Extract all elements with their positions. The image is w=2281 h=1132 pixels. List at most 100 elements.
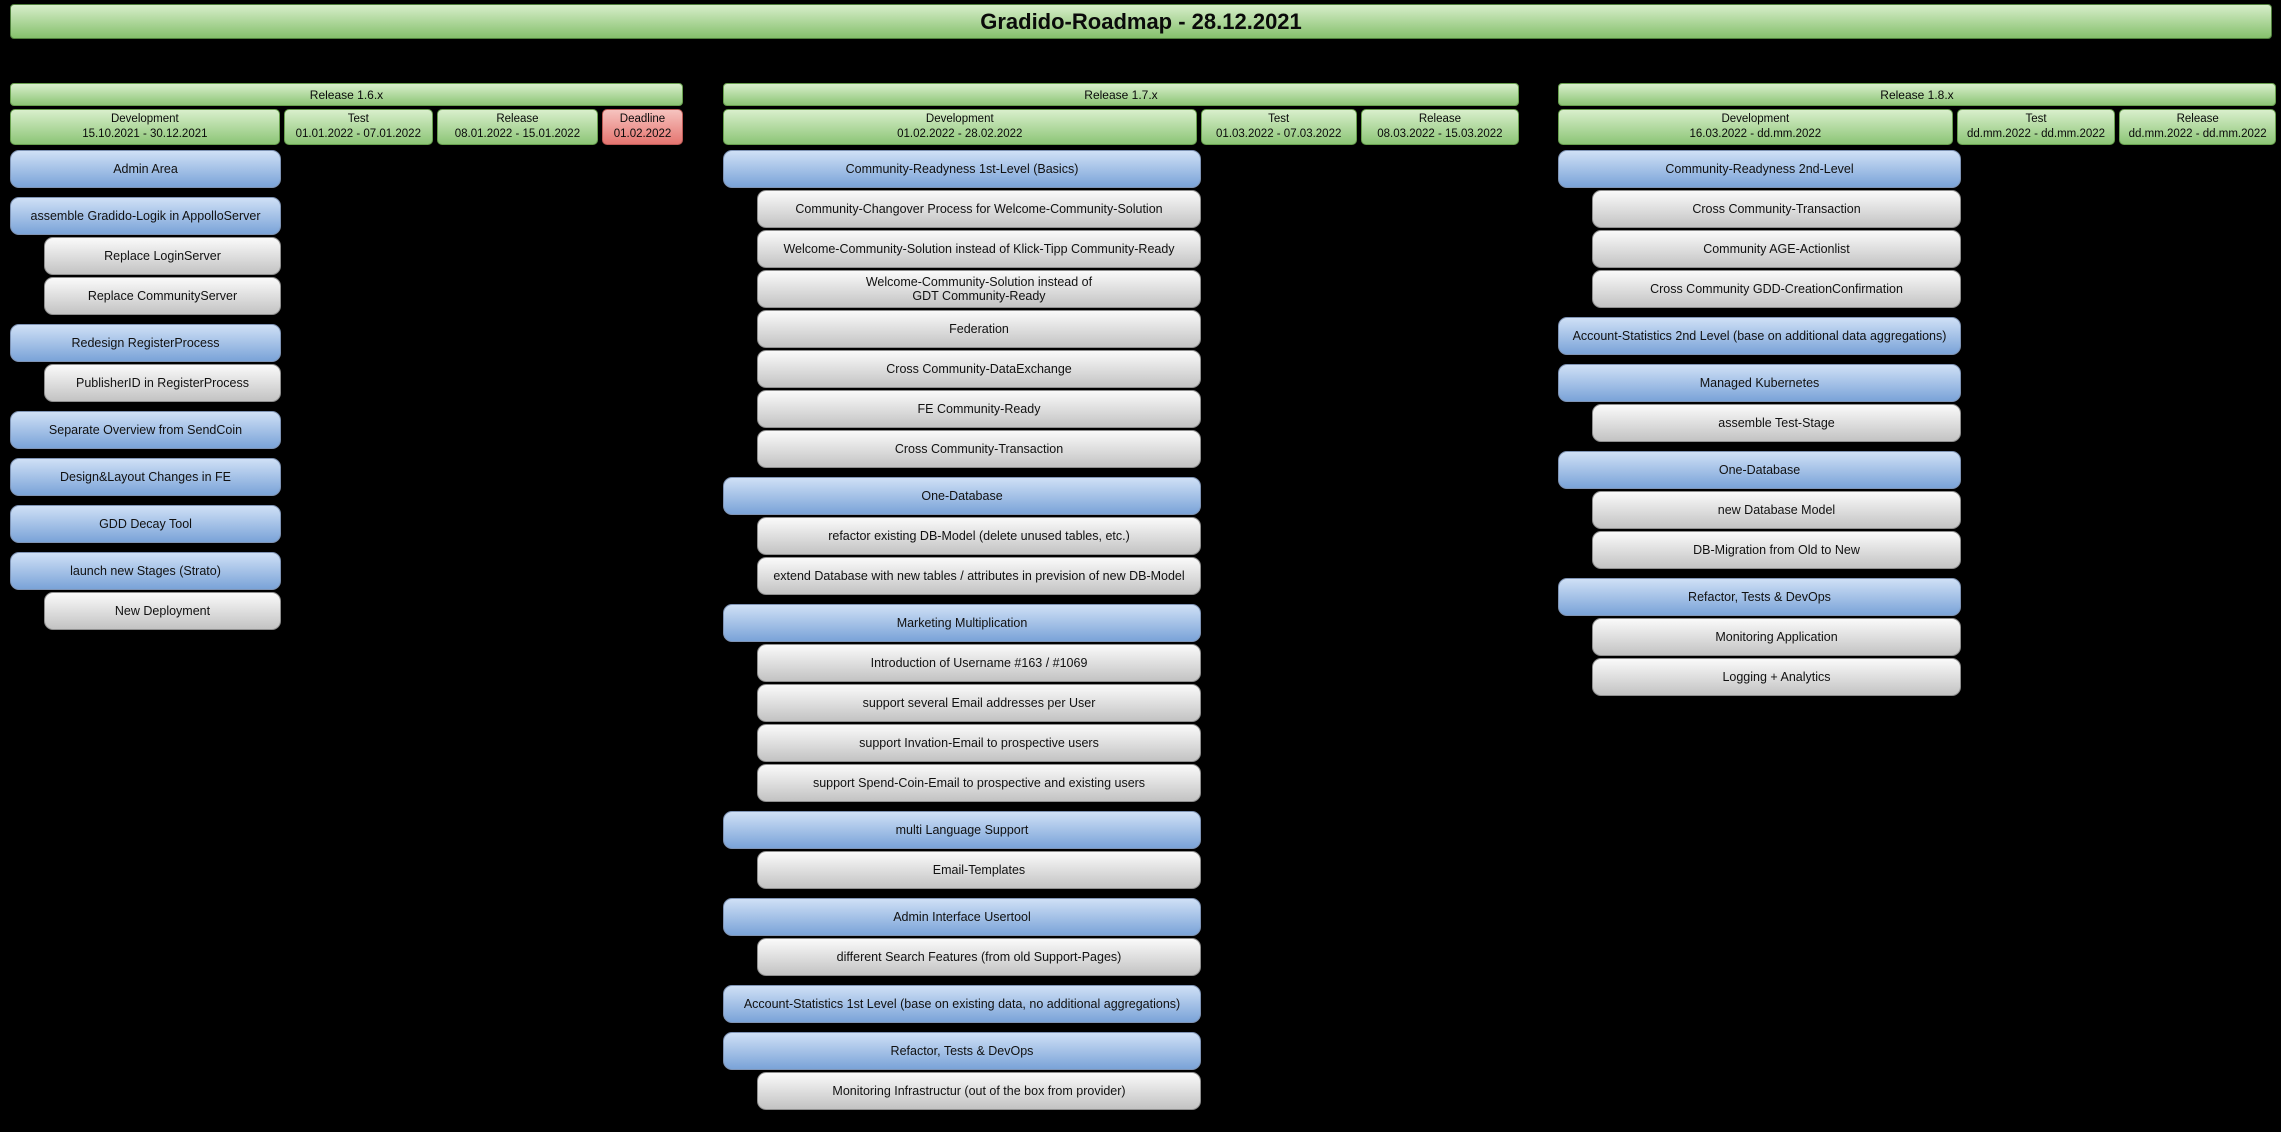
task-parent: multi Language Support: [723, 811, 1201, 849]
phase-label: Release: [1418, 113, 1462, 126]
task-parent: launch new Stages (Strato): [10, 552, 281, 590]
task-list-release-16: Admin Area assemble Gradido-Logik in Appo…: [10, 150, 281, 639]
phase-development: Development 01.02.2022 - 28.02.2022: [723, 109, 1197, 145]
task-parent: Managed Kubernetes: [1558, 364, 1961, 402]
roadmap-title: Gradido-Roadmap - 28.12.2021: [10, 4, 2272, 39]
task-child: Cross Community-DataExchange: [757, 350, 1201, 388]
phase-release: Release dd.mm.2022 - dd.mm.2022: [2119, 109, 2277, 145]
task-parent: GDD Decay Tool: [10, 505, 281, 543]
task-parent: One-Database: [1558, 451, 1961, 489]
task-child: support Invation-Email to prospective us…: [757, 724, 1201, 762]
phase-development: Development 16.03.2022 - dd.mm.2022: [1558, 109, 1953, 145]
task-child: Welcome-Community-Solution instead of Kl…: [757, 230, 1201, 268]
release-16-section: Release 1.6.x Development 15.10.2021 - 3…: [10, 83, 683, 145]
task-child: FE Community-Ready: [757, 390, 1201, 428]
phase-development: Development 15.10.2021 - 30.12.2021: [10, 109, 280, 145]
task-child: support several Email addresses per User: [757, 684, 1201, 722]
task-child: Monitoring Application: [1592, 618, 1961, 656]
task-group: Separate Overview from SendCoin: [10, 411, 281, 449]
phase-dates: 01.01.2022 - 07.01.2022: [295, 128, 421, 140]
task-child: Cross Community GDD-CreationConfirmation: [1592, 270, 1961, 308]
phase-dates: 08.03.2022 - 15.03.2022: [1377, 128, 1503, 140]
task-child: Welcome-Community-Solution instead of GD…: [757, 270, 1201, 308]
phase-label: Test: [1268, 113, 1290, 126]
task-child: New Deployment: [44, 592, 281, 630]
task-child: Logging + Analytics: [1592, 658, 1961, 696]
release-title: Release 1.8.x: [1558, 83, 2276, 106]
task-child: Cross Community-Transaction: [757, 430, 1201, 468]
task-parent: Community-Readyness 1st-Level (Basics): [723, 150, 1201, 188]
task-parent: Account-Statistics 1st Level (base on ex…: [723, 985, 1201, 1023]
phase-label: Release: [2176, 113, 2219, 126]
phase-test: Test 01.03.2022 - 07.03.2022: [1200, 109, 1357, 145]
task-group: Design&Layout Changes in FE: [10, 458, 281, 496]
task-child: Federation: [757, 310, 1201, 348]
task-child: assemble Test-Stage: [1592, 404, 1961, 442]
phase-release: Release 08.03.2022 - 15.03.2022: [1360, 109, 1520, 145]
phase-label: Release: [496, 113, 539, 126]
task-parent: Community-Readyness 2nd-Level: [1558, 150, 1961, 188]
task-parent: Refactor, Tests & DevOps: [723, 1032, 1201, 1070]
phase-dates: 15.10.2021 - 30.12.2021: [82, 128, 208, 140]
release-title: Release 1.6.x: [10, 83, 683, 106]
task-child: different Search Features (from old Supp…: [757, 938, 1201, 976]
task-child: Monitoring Infrastructur (out of the box…: [757, 1072, 1201, 1110]
task-parent: assemble Gradido-Logik in AppolloServer: [10, 197, 281, 235]
phase-test: Test 01.01.2022 - 07.01.2022: [283, 109, 433, 145]
phase-label: Development: [110, 113, 179, 126]
release-17-section: Release 1.7.x Development 01.02.2022 - 2…: [723, 83, 1520, 145]
phase-dates: 01.02.2022: [613, 128, 672, 140]
task-group: Account-Statistics 2nd Level (base on ad…: [1558, 317, 1961, 355]
phase-dates: 01.03.2022 - 07.03.2022: [1216, 128, 1342, 140]
task-parent: Refactor, Tests & DevOps: [1558, 578, 1961, 616]
phase-dates: 01.02.2022 - 28.02.2022: [897, 128, 1023, 140]
phase-dates: 08.01.2022 - 15.01.2022: [454, 128, 581, 140]
task-child: Replace LoginServer: [44, 237, 281, 275]
task-parent: Admin Area: [10, 150, 281, 188]
task-parent: Admin Interface Usertool: [723, 898, 1201, 936]
task-parent: Account-Statistics 2nd Level (base on ad…: [1558, 317, 1961, 355]
task-child: Community AGE-Actionlist: [1592, 230, 1961, 268]
phase-dates: dd.mm.2022 - dd.mm.2022: [1966, 128, 2106, 140]
task-child: DB-Migration from Old to New: [1592, 531, 1961, 569]
phase-deadline: Deadline 01.02.2022: [601, 109, 683, 145]
task-child: Cross Community-Transaction: [1592, 190, 1961, 228]
phase-label: Test: [347, 113, 369, 126]
task-child: Community-Changover Process for Welcome-…: [757, 190, 1201, 228]
task-child: Email-Templates: [757, 851, 1201, 889]
task-child: Introduction of Username #163 / #1069: [757, 644, 1201, 682]
task-parent: Redesign RegisterProcess: [10, 324, 281, 362]
phase-row: Development 01.02.2022 - 28.02.2022 Test…: [723, 109, 1520, 145]
task-child: refactor existing DB-Model (delete unuse…: [757, 517, 1201, 555]
task-parent: Separate Overview from SendCoin: [10, 411, 281, 449]
task-child: Replace CommunityServer: [44, 277, 281, 315]
task-child: new Database Model: [1592, 491, 1961, 529]
task-group: launch new Stages (Strato)New Deployment: [10, 552, 281, 630]
task-group: Admin Area: [10, 150, 281, 188]
phase-row: Development 16.03.2022 - dd.mm.2022 Test…: [1558, 109, 2277, 145]
phase-label: Test: [2025, 113, 2047, 126]
release-title: Release 1.7.x: [723, 83, 1519, 106]
task-parent: Design&Layout Changes in FE: [10, 458, 281, 496]
task-child: support Spend-Coin-Email to prospective …: [757, 764, 1201, 802]
task-list-release-17: Community-Readyness 1st-Level (Basics)Co…: [723, 150, 1201, 1119]
phase-label: Development: [925, 113, 994, 126]
release-18-section: Release 1.8.x Development 16.03.2022 - d…: [1558, 83, 2277, 145]
phase-label: Deadline: [619, 113, 666, 126]
phase-dates: 16.03.2022 - dd.mm.2022: [1689, 128, 1822, 140]
task-child: extend Database with new tables / attrib…: [757, 557, 1201, 595]
phase-release: Release 08.01.2022 - 15.01.2022: [436, 109, 598, 145]
phase-test: Test dd.mm.2022 - dd.mm.2022: [1956, 109, 2116, 145]
task-child: PublisherID in RegisterProcess: [44, 364, 281, 402]
phase-dates: dd.mm.2022 - dd.mm.2022: [2128, 128, 2267, 140]
task-group: GDD Decay Tool: [10, 505, 281, 543]
